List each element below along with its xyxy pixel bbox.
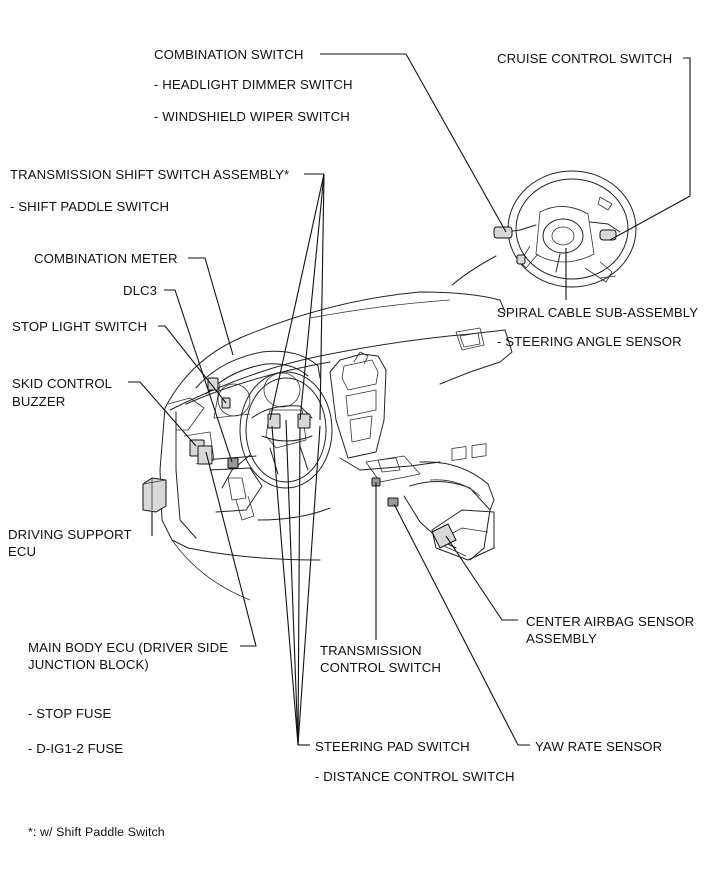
label-headlight-dimmer-switch: - HEADLIGHT DIMMER SWITCH: [154, 77, 353, 92]
label-transmission-shift-switch: TRANSMISSION SHIFT SWITCH ASSEMBLY*: [10, 167, 290, 182]
main-body-ecu-marker: [197, 445, 213, 465]
label-distance-control-switch: - DISTANCE CONTROL SWITCH: [315, 769, 515, 784]
yaw-rate-sensor-marker: [387, 497, 399, 507]
label-main-body-ecu: MAIN BODY ECU (DRIVER SIDE JUNCTION BLOC…: [28, 640, 229, 672]
label-spiral-cable: SPIRAL CABLE SUB-ASSEMBLY: [497, 305, 699, 320]
label-transmission-control-switch: TRANSMISSION CONTROL SWITCH: [320, 643, 442, 675]
label-stop-fuse: - STOP FUSE: [28, 706, 112, 721]
leader-lines: [128, 53, 691, 746]
label-combination-meter: COMBINATION METER: [34, 251, 178, 266]
label-steering-angle-sensor: - STEERING ANGLE SENSOR: [497, 334, 682, 349]
dlc3-marker: [227, 457, 239, 469]
dashboard-illustration: [159, 255, 513, 601]
label-cruise-control-switch: CRUISE CONTROL SWITCH: [497, 51, 673, 66]
label-windshield-wiper-switch: - WINDSHIELD WIPER SWITCH: [154, 109, 350, 124]
label-skid-control-buzzer: SKID CONTROL BUZZER: [12, 376, 113, 409]
label-dig12-fuse: - D-IG1-2 FUSE: [28, 741, 124, 756]
label-shift-paddle-switch: - SHIFT PADDLE SWITCH: [10, 199, 170, 214]
label-steering-pad-switch: STEERING PAD SWITCH: [315, 739, 470, 754]
steering-wheel-inset: [493, 170, 637, 288]
footnote: *: w/ Shift Paddle Switch: [28, 825, 165, 839]
label-yaw-rate-sensor: YAW RATE SENSOR: [535, 739, 663, 754]
label-dlc3: DLC3: [123, 283, 158, 298]
steering-pad-switch-marker: [267, 413, 281, 429]
label-driving-support-ecu: DRIVING SUPPORT ECU: [8, 527, 132, 559]
label-combination-switch: COMBINATION SWITCH: [154, 47, 304, 62]
label-stop-light-switch: STOP LIGHT SWITCH: [12, 319, 148, 334]
shift-paddle-marker: [297, 413, 311, 429]
label-center-airbag-sensor: CENTER AIRBAG SENSOR ASSEMBLY: [526, 614, 695, 646]
combination-meter-marker: [207, 377, 219, 391]
